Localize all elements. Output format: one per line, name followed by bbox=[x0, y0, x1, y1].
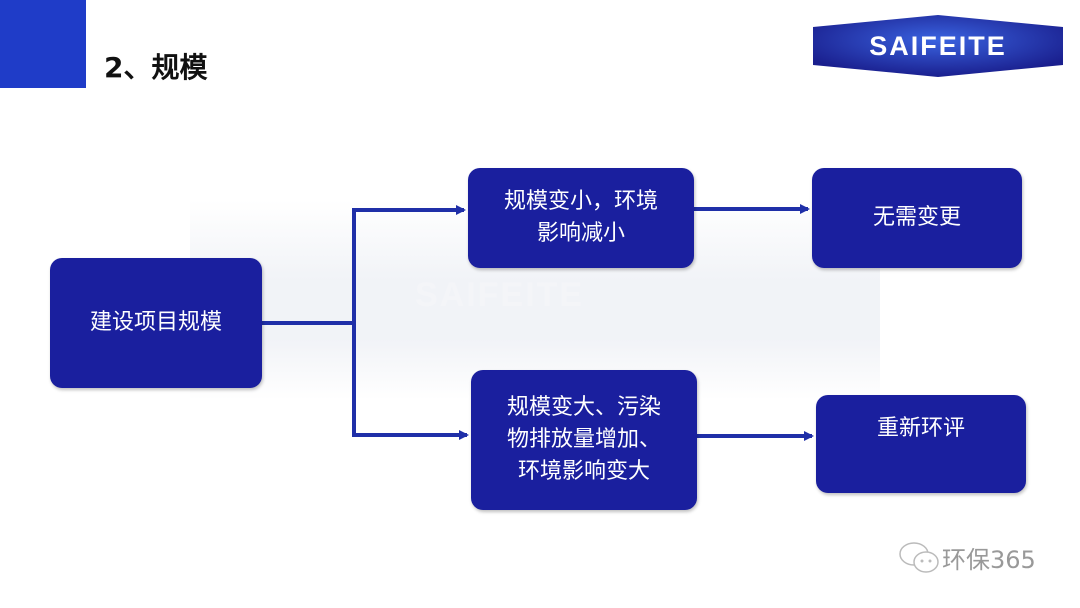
scale-smaller-label: 规模变小，环境 影响减小 bbox=[503, 189, 658, 246]
logo-text: SAIFEITE bbox=[869, 31, 1007, 61]
no-change-box: 无需变更 bbox=[812, 168, 1022, 268]
wechat-icon bbox=[899, 541, 939, 573]
scale-larger-box: 规模变大、污染 物排放量增加、 环境影响变大 bbox=[471, 370, 697, 510]
scale-smaller-box: 规模变小，环境 影响减小 bbox=[468, 168, 694, 268]
saifeite-logo: SAIFEITE bbox=[813, 15, 1063, 77]
scale-larger-label: 规模变大、污染 物排放量增加、 环境影响变大 bbox=[506, 395, 661, 484]
root-box: 建设项目规模 bbox=[50, 258, 262, 388]
source-watermark: 环保365 bbox=[898, 540, 1036, 575]
no-change-label: 无需变更 bbox=[872, 205, 961, 231]
reassess-box: 重新环评 bbox=[816, 395, 1026, 493]
watermark-text: SAIFEITE bbox=[415, 276, 585, 314]
root-label: 建设项目规模 bbox=[89, 310, 222, 336]
reassess-label: 重新环评 bbox=[876, 416, 965, 441]
source-label: 环保365 bbox=[942, 546, 1036, 574]
corner-accent bbox=[0, 0, 86, 88]
page-title: 2、规模 bbox=[104, 51, 208, 84]
